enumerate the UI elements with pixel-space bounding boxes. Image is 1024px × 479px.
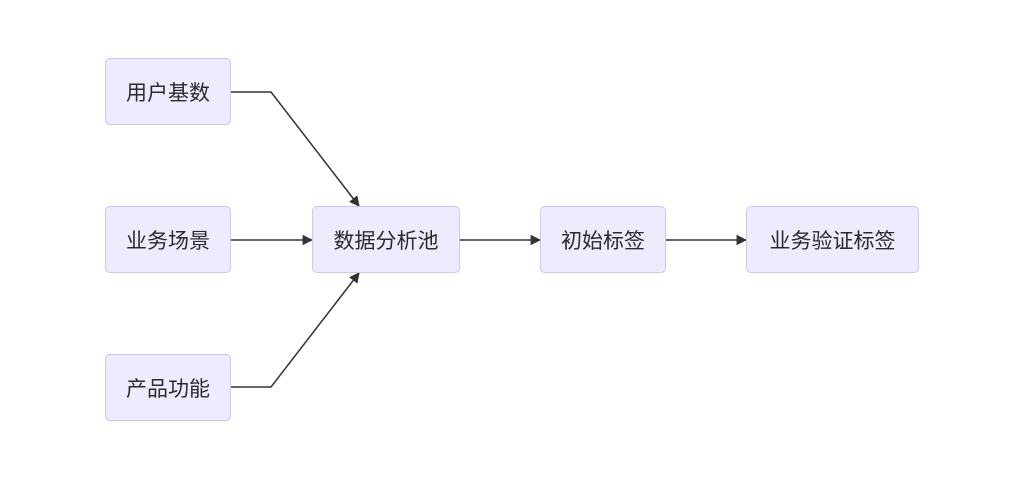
node-label: 业务场景	[126, 228, 210, 253]
node-label: 用户基数	[126, 80, 210, 105]
node-initial-tags: 初始标签	[540, 206, 666, 273]
node-business-validated-tags: 业务验证标签	[746, 206, 919, 273]
node-label: 数据分析池	[333, 228, 439, 253]
node-data-analysis-pool: 数据分析池	[312, 206, 460, 273]
node-business-scene: 业务场景	[105, 206, 231, 273]
node-label: 业务验证标签	[769, 228, 896, 253]
edge-user-base-to-data-pool	[231, 91, 360, 207]
edge-product-function-to-data-pool	[231, 272, 360, 388]
node-label: 产品功能	[126, 376, 210, 401]
node-label: 初始标签	[561, 228, 645, 253]
node-product-function: 产品功能	[105, 354, 231, 421]
node-user-base: 用户基数	[105, 58, 231, 125]
